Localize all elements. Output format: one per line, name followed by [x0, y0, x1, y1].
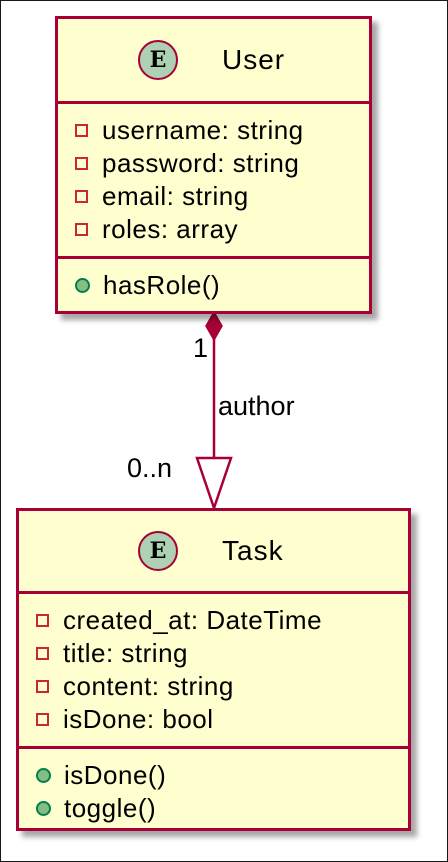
public-method-icon: [36, 801, 51, 816]
method-label: isDone(): [64, 760, 167, 790]
target-multiplicity: 0..n: [127, 453, 173, 483]
entity-stereotype-icon: E: [138, 40, 178, 80]
entity-fields: username: string password: string email:…: [58, 104, 369, 259]
relationship-label: author: [218, 391, 295, 421]
private-field-icon: [75, 124, 88, 137]
private-field-icon: [36, 614, 49, 627]
public-method-icon: [75, 278, 90, 293]
method-row: isDone(): [36, 759, 408, 792]
field-label: isDone: bool: [63, 704, 214, 734]
entity-user[interactable]: E User username: string password: string…: [55, 16, 372, 314]
entity-title: User: [222, 44, 286, 75]
private-field-icon: [75, 157, 88, 170]
source-multiplicity: 1: [193, 333, 209, 363]
public-method-icon: [36, 768, 51, 783]
field-label: username: string: [102, 115, 304, 145]
method-label: hasRole(): [103, 270, 221, 300]
field-label: password: string: [102, 148, 300, 178]
entity-header: E User: [58, 19, 369, 104]
field-row: password: string: [75, 147, 369, 180]
field-label: email: string: [102, 181, 249, 211]
entity-task[interactable]: E Task created_at: DateTime title: strin…: [16, 508, 411, 831]
entity-title: Task: [222, 535, 284, 566]
entity-stereotype-icon: E: [138, 531, 178, 571]
field-row: title: string: [36, 637, 408, 670]
field-row: roles: array: [75, 213, 369, 246]
field-row: content: string: [36, 670, 408, 703]
field-label: created_at: DateTime: [63, 605, 323, 635]
private-field-icon: [36, 680, 49, 693]
field-label: content: string: [63, 671, 234, 701]
field-row: isDone: bool: [36, 703, 408, 736]
private-field-icon: [75, 223, 88, 236]
method-row: toggle(): [36, 792, 408, 825]
composition-diamond: [205, 310, 223, 342]
field-row: email: string: [75, 180, 369, 213]
private-field-icon: [75, 190, 88, 203]
entity-methods: hasRole(): [58, 259, 369, 312]
method-label: toggle(): [64, 793, 157, 823]
open-triangle-arrowhead: [195, 456, 233, 512]
field-row: username: string: [75, 114, 369, 147]
field-row: created_at: DateTime: [36, 604, 408, 637]
entity-header: E Task: [19, 511, 408, 594]
private-field-icon: [36, 713, 49, 726]
entity-fields: created_at: DateTime title: string conte…: [19, 594, 408, 749]
entity-methods: isDone() toggle(): [19, 749, 408, 835]
field-label: roles: array: [102, 214, 239, 244]
field-label: title: string: [63, 638, 188, 668]
method-row: hasRole(): [75, 269, 369, 302]
private-field-icon: [36, 647, 49, 660]
